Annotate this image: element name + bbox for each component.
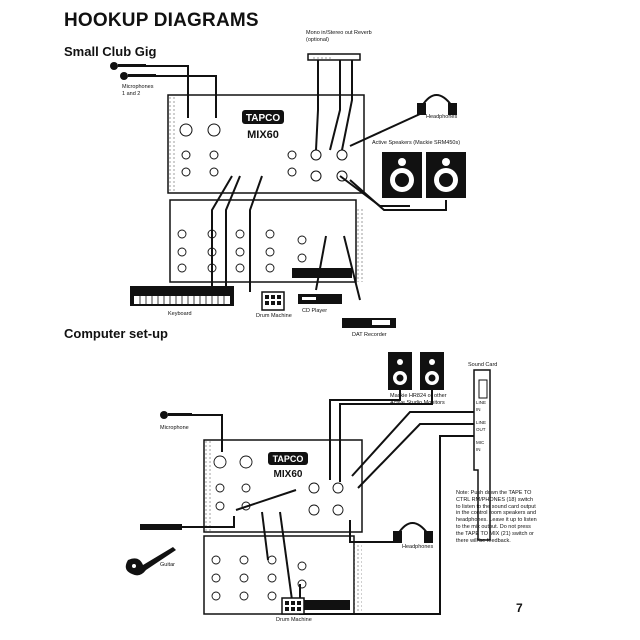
keyboard-icon [130, 286, 234, 306]
line-out-label: LINE OUT [476, 420, 487, 432]
microphone-icon [160, 411, 192, 419]
mics-label: Microphones 1 and 2 [122, 84, 154, 97]
keyboard-label: Keyboard [168, 311, 192, 317]
headphones-label-2: Headphones [402, 544, 434, 550]
mixer-brand: TAPCO [246, 113, 280, 124]
headphones-icon [417, 94, 457, 115]
setup-note: Note: Push down the TAPE TO CTRL RM/PHON… [456, 490, 537, 544]
headphones-label: Headphones [426, 114, 458, 120]
microphone-icon [110, 62, 156, 80]
reverb-unit-icon [307, 53, 361, 61]
sound-card-icon [473, 369, 491, 541]
sound-card-label: Sound Card [468, 362, 498, 368]
section-heading-computer: Computer set-up [64, 326, 168, 341]
reverb-label: Mono in/Stereo out Reverb (optional) [306, 30, 372, 43]
guitar-icon [125, 524, 182, 576]
cd-player-icon [298, 294, 342, 304]
speakers-label: Active Speakers (Mackie SRM450s) [372, 140, 461, 146]
headphones-icon [393, 522, 433, 543]
drum-machine-icon [261, 291, 285, 311]
drum-machine-label-2: Drum Machine [276, 617, 312, 623]
mic-in-label: MIC IN [476, 440, 485, 452]
microphone-label: Microphone [160, 425, 189, 431]
page-number: 7 [516, 601, 523, 615]
guitar-label: Guitar [160, 562, 175, 568]
speaker-icon [388, 352, 444, 390]
mixer-model: MIX60 [247, 129, 279, 141]
line-in-label: LINE IN [476, 400, 487, 412]
drum-machine-label: Drum Machine [256, 313, 292, 319]
monitors-label: Mackie HR824 or other Active Studio Moni… [390, 393, 447, 406]
cd-player-label: CD Player [302, 308, 328, 314]
mixer-model-2: MIX60 [274, 469, 303, 480]
drum-machine-icon [281, 597, 305, 615]
dat-recorder-label: DAT Recorder [352, 332, 387, 338]
page-title: HOOKUP DIAGRAMS [64, 10, 259, 31]
section-heading-small-club: Small Club Gig [64, 44, 157, 59]
mixer-brand-2: TAPCO [273, 454, 304, 464]
speaker-icon [382, 152, 466, 198]
dat-recorder-icon [342, 318, 396, 328]
